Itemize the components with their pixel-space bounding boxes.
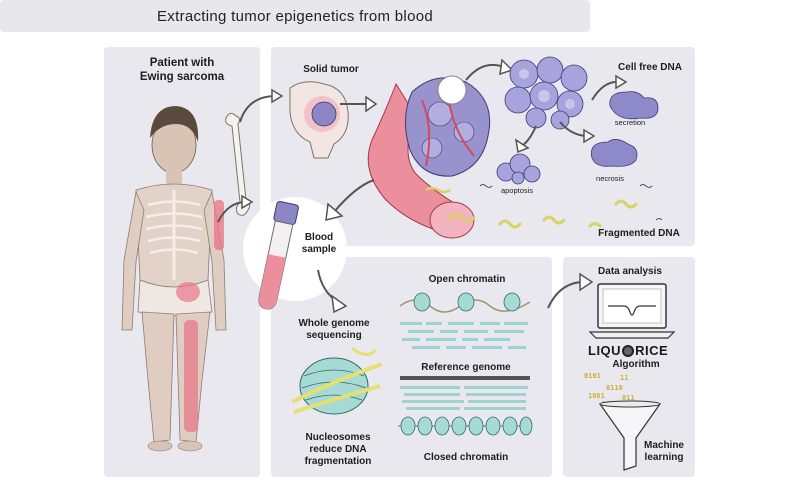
- logo-text-right: RICE: [635, 343, 669, 358]
- closed-chromatin-label: Closed chromatin: [423, 452, 509, 463]
- wgs-label: Whole genome sequencing: [286, 318, 382, 342]
- svg-text:1001: 1001: [588, 392, 605, 400]
- blood-sample-label: Blood sample: [294, 232, 344, 256]
- svg-text:0101: 0101: [584, 372, 601, 380]
- arrow-bone-to-tumor: [239, 88, 284, 123]
- nucleosomes-label: Nucleosomes reduce DNA fragmentation: [290, 432, 386, 468]
- apoptosis-cells: [496, 153, 541, 185]
- arrow-vessel-to-blood: [325, 179, 375, 221]
- arrow-tumor-to-cells: [465, 58, 514, 81]
- secretion-label: secretion: [614, 118, 646, 127]
- logo-o-icon: [622, 344, 635, 357]
- necrosis-label: necrosis: [596, 174, 624, 183]
- ml-label-line2: learning: [644, 452, 684, 463]
- closed-chromatin-strand: [398, 416, 533, 436]
- read-fragments-top: [400, 322, 528, 349]
- patient-label-line1: Patient with: [149, 57, 215, 69]
- fragmented-dna-pieces: [448, 184, 663, 229]
- arrow-bone-to-vessel: [340, 95, 378, 113]
- reference-genome-label: Reference genome: [421, 362, 511, 373]
- blood-tube: [258, 200, 299, 310]
- ml-label-line1: Machine: [643, 440, 684, 451]
- laptop-icon: [588, 283, 676, 339]
- funnel-icon: [598, 400, 662, 471]
- svg-text:11: 11: [620, 374, 628, 382]
- arrow-patient-to-bone: [217, 194, 254, 223]
- read-fragments-bottom: [400, 386, 528, 410]
- wgs-label-line2: sequencing: [306, 330, 362, 341]
- bone-tumor-illustration: [289, 81, 349, 159]
- open-chromatin-strand: [399, 292, 531, 313]
- data-analysis-label: Data analysis: [598, 266, 662, 277]
- machine-learning-label: Machine learning: [634, 440, 694, 464]
- arrow-cells-to-apoptosis: [514, 125, 537, 154]
- nucleosome-illustration: [291, 346, 383, 415]
- tumor-cells-cluster: [504, 56, 588, 130]
- arrow-blood-to-sequencing: [317, 269, 348, 314]
- svg-text:011: 011: [622, 394, 635, 402]
- apoptosis-label: apoptosis: [500, 186, 534, 195]
- fragmented-dna-label: Fragmented DNA: [598, 228, 680, 239]
- nuc-label-line3: fragmentation: [304, 456, 372, 467]
- liquorice-logo: LIQU RICE: [588, 343, 668, 358]
- cell-free-dna-label: Cell free DNA: [618, 62, 682, 73]
- patient-label: Patient with Ewing sarcoma: [130, 56, 234, 84]
- tumor-vessel-illustration: [367, 75, 491, 239]
- wgs-label-line1: Whole genome: [298, 318, 370, 329]
- blood-label-line1: Blood: [304, 232, 334, 243]
- figure-title: Extracting tumor epigenetics from blood: [0, 0, 590, 32]
- patient-label-line2: Ewing sarcoma: [139, 71, 225, 83]
- secretion-cell: [609, 91, 659, 120]
- arrow-cells-to-necrosis: [559, 121, 596, 144]
- open-chromatin-label: Open chromatin: [428, 274, 506, 285]
- solid-tumor-label: Solid tumor: [303, 64, 359, 75]
- nuc-label-line1: Nucleosomes: [305, 432, 371, 443]
- femur-bone: [225, 112, 251, 216]
- arrow-sequencing-to-analysis: [547, 272, 594, 309]
- svg-text:0110: 0110: [606, 384, 623, 392]
- nuc-label-line2: reduce DNA: [309, 444, 367, 455]
- patient-illustration: [121, 106, 227, 452]
- necrosis-cell: [590, 139, 638, 167]
- algorithm-label: Algorithm: [612, 359, 660, 370]
- reference-genome-bar: [400, 376, 530, 380]
- logo-text-left: LIQU: [588, 343, 622, 358]
- arrow-cells-to-secretion: [591, 74, 628, 101]
- blood-label-line2: sample: [301, 244, 337, 255]
